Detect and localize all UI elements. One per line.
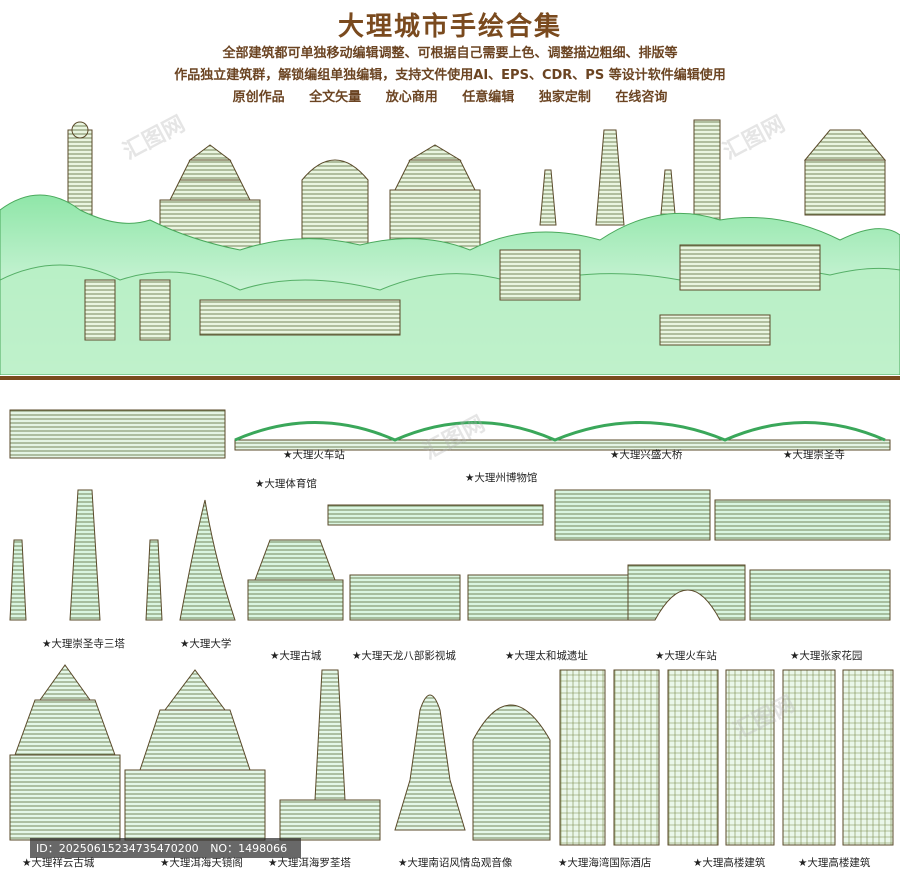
label: ★大理崇圣寺三塔 [42, 638, 125, 650]
ancient-city-icon [9, 754, 121, 841]
feature-tag: 在线咨询 [615, 90, 668, 105]
garden-gate-icon [749, 569, 891, 621]
stamp-id: ID：20250615234735470200 [36, 842, 199, 855]
building-row-3 [9, 664, 894, 846]
museum-icon [327, 504, 544, 526]
gate-icon [247, 579, 344, 621]
skyline-panorama [0, 119, 900, 375]
feature-tag: 放心商用 [385, 90, 438, 105]
guanyin-statue-icon [394, 694, 466, 831]
stamp-no: NO：1498066 [210, 842, 288, 855]
pagoda-icon [279, 799, 381, 841]
foreground-buildings [84, 244, 821, 346]
label: ★大理高楼建筑 [693, 857, 766, 869]
tower-icon [301, 159, 369, 251]
subtitle-line-3: 原创作品 全文矢量 放心商用 任意编辑 独家定制 在线咨询 [0, 87, 900, 109]
feature-tag: 任意编辑 [462, 90, 515, 105]
label: ★大理祥云古城 [22, 857, 95, 869]
building-row-2 [9, 489, 891, 621]
label: ★大理张家花园 [790, 650, 863, 662]
label: ★大理高楼建筑 [798, 857, 871, 869]
sculpture-icon [179, 499, 236, 621]
label: ★大理火车站 [655, 650, 717, 662]
feature-tag: 全文矢量 [309, 90, 362, 105]
pavilion-icon [124, 769, 266, 841]
label: ★大理太和城遗址 [505, 650, 588, 662]
label: ★大理大学 [180, 638, 232, 650]
stadium-icon [9, 409, 226, 459]
label: ★大理洱海罗荃塔 [268, 857, 351, 869]
feature-tag: 原创作品 [232, 90, 285, 105]
pagoda-icon [69, 489, 101, 621]
pagoda-tower-icon [539, 119, 887, 231]
hotel-icon [472, 704, 551, 841]
feature-tag: 独家定制 [538, 90, 591, 105]
high-rise-group [559, 669, 894, 846]
label: ★大理洱海天镜阁 [160, 857, 243, 869]
label: ★大理古城 [270, 650, 322, 662]
building-row-1 [9, 409, 891, 459]
label: ★大理兴盛大桥 [610, 449, 683, 461]
image-id-stamp: ID：20250615234735470200 NO：1498066 [30, 838, 302, 858]
divider [0, 376, 900, 380]
subtitle-line-1: 全部建筑都可单独移动编辑调整、可根据自己需要上色、调整描边粗细、排版等 [222, 46, 678, 61]
label: ★大理体育馆 [255, 478, 317, 490]
label: ★大理天龙八部影视城 [352, 650, 456, 662]
palace-icon [714, 499, 891, 541]
label: ★大理崇圣寺 [783, 449, 845, 461]
label: ★大理火车站 [283, 449, 345, 461]
subtitle-line-2: 作品独立建筑群，解锁编组单独编辑，支持文件使用AI、EPS、CDR、PS 等设计… [174, 68, 726, 83]
bridge-icon [234, 439, 891, 451]
label: ★大理州博物馆 [465, 472, 538, 484]
page-title: 大理城市手绘合集 [337, 12, 562, 42]
label: ★大理南诏风情岛观音像 [398, 857, 513, 869]
pavilion-icon [389, 144, 481, 251]
arch-icon [627, 564, 746, 621]
label: ★大理海湾国际酒店 [558, 857, 652, 869]
temple-icon [554, 489, 711, 541]
header: 大理城市手绘合集 全部建筑都可单独移动编辑调整、可根据自己需要上色、调整描边粗细… [0, 0, 900, 109]
